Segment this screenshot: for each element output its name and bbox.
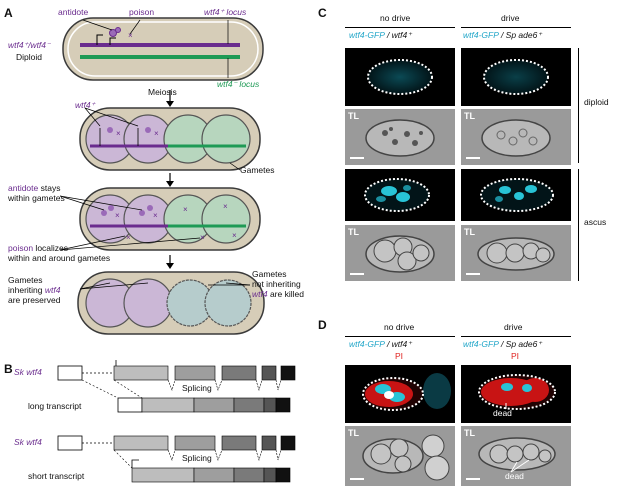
svg-text:×: × xyxy=(223,202,228,211)
svg-text:×: × xyxy=(128,31,133,40)
panel-d-col1-genotype: wtf4-GFP / wtf4⁺ xyxy=(349,339,412,349)
d-tl-tag: TL xyxy=(348,428,359,438)
gene-label-bottom: Sk wtf4 xyxy=(14,437,42,447)
c-tl-tag: TL xyxy=(464,227,475,237)
wtf4-plus-locus-label: wtf4⁺ locus xyxy=(204,7,247,17)
panel-d-drive-title: drive xyxy=(504,322,523,332)
d-tl-tag: TL xyxy=(464,428,475,438)
svg-text:×: × xyxy=(232,231,237,240)
panel-c-col1-genotype: wtf4-GFP / wtf4⁺ xyxy=(349,30,412,40)
panel-d-pi-label-1: PI xyxy=(395,351,404,361)
gametes-label: Gametes xyxy=(240,165,275,175)
panel-a-letter: A xyxy=(4,6,13,20)
d-tl-drive: TL dead xyxy=(461,426,571,486)
panel-b-letter: B xyxy=(4,362,13,376)
d-fluor-nodrive xyxy=(345,365,455,423)
svg-text:×: × xyxy=(154,129,159,138)
splicing-label-bottom: Splicing xyxy=(182,453,212,463)
panel-c-drive-title: drive xyxy=(501,13,520,23)
panel-d-pi-label-2: PI xyxy=(511,351,520,361)
d-tl-nodrive: TL xyxy=(345,426,455,486)
panel-d-col2-genotype: wtf4-GFP / Sp ade6⁺ xyxy=(463,339,542,349)
c-tl-tag: TL xyxy=(348,111,359,121)
diploid-row-label: diploid xyxy=(584,97,609,107)
splicing-label-top: Splicing xyxy=(182,383,212,393)
genotype-label: wtf4⁺/wtf4⁻ xyxy=(8,40,51,50)
d-dead-label-tl: dead xyxy=(505,471,524,481)
svg-text:×: × xyxy=(153,211,158,220)
c-diploid-gfp-drive xyxy=(461,48,571,106)
diploid-label: Diploid xyxy=(16,52,42,62)
c-ascus-gfp-nodrive xyxy=(345,169,455,221)
gene-label-top: Sk wtf4 xyxy=(14,367,42,377)
c-diploid-gfp-nodrive xyxy=(345,48,455,106)
wtf4-minus-locus-label: wtf4⁻ locus xyxy=(217,79,260,89)
poison-label: poison xyxy=(129,7,155,17)
c-ascus-tl-nodrive: TL xyxy=(345,225,455,281)
c-tl-tag: TL xyxy=(464,111,475,121)
ascus-row-label: ascus xyxy=(584,217,607,227)
c-tl-tag: TL xyxy=(348,227,359,237)
panel-b-diagram xyxy=(57,360,296,483)
c-ascus-tl-drive: TL xyxy=(461,225,571,281)
panel-c-letter: C xyxy=(318,6,327,20)
svg-text:×: × xyxy=(200,233,205,242)
meiosis-label: Meiosis xyxy=(148,87,177,97)
svg-text:×: × xyxy=(183,205,188,214)
antidote-label: antidote xyxy=(58,7,89,17)
short-transcript-label: short transcript xyxy=(28,471,85,481)
svg-text:×: × xyxy=(115,211,120,220)
wtf4-plus-gametes-label: wtf4⁺ xyxy=(75,100,96,110)
panel-a-diagram: × × × × × × × × × × xyxy=(59,17,265,335)
panel-d-no-drive-title: no drive xyxy=(384,322,415,332)
diploid-cell xyxy=(62,17,264,81)
d-fluor-drive: dead xyxy=(461,365,571,423)
long-transcript-label: long transcript xyxy=(28,401,82,411)
c-diploid-tl-nodrive: TL xyxy=(345,109,455,165)
c-ascus-gfp-drive xyxy=(461,169,571,221)
svg-text:×: × xyxy=(126,233,131,242)
panel-c-col2-genotype: wtf4-GFP / Sp ade6⁺ xyxy=(463,30,542,40)
svg-text:×: × xyxy=(116,129,121,138)
panel-d-letter: D xyxy=(318,318,327,332)
d-dead-label-fluor: dead xyxy=(493,408,512,418)
panel-c-no-drive-title: no drive xyxy=(380,13,411,23)
c-diploid-tl-drive: TL xyxy=(461,109,571,165)
